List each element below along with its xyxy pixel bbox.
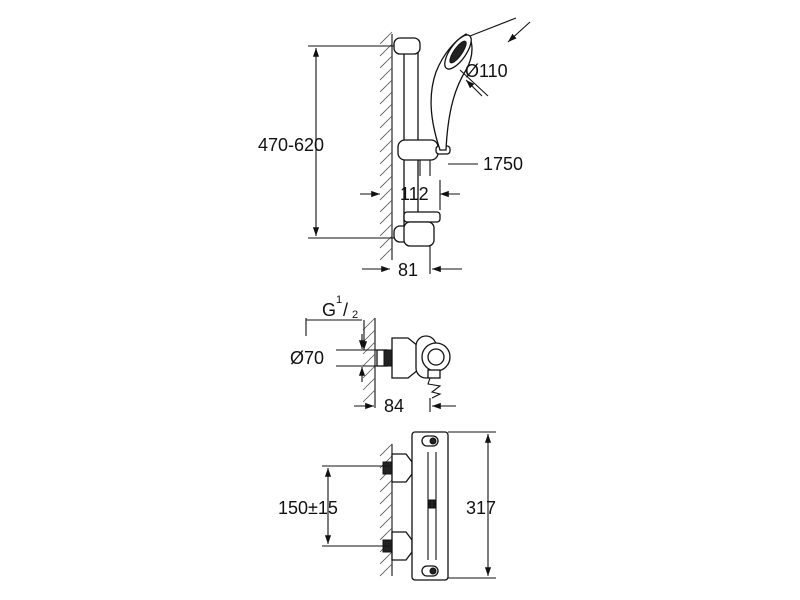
dim-thread — [305, 318, 368, 350]
soap-dish — [403, 211, 441, 247]
dim-wall-depth — [362, 246, 462, 274]
dim-inlet-spacing — [322, 465, 390, 547]
label-body-length: 317 — [466, 498, 496, 518]
dim-rail-height — [308, 45, 394, 239]
front-view: 150±15 317 — [278, 431, 496, 581]
hand-shower — [430, 33, 473, 151]
label-thread-num: 1 — [336, 294, 342, 306]
label-connector-diameter: Ø70 — [290, 348, 324, 368]
shower-hose — [419, 160, 431, 176]
label-hose-length: 1750 — [483, 154, 523, 174]
label-rail-offset: 112 — [400, 184, 429, 204]
dim-body-length — [448, 431, 496, 579]
dim-connector-diameter — [336, 334, 380, 382]
dim-rail-offset — [360, 180, 460, 210]
mixer-front-body — [382, 431, 449, 581]
label-thread-slash: / — [343, 300, 348, 320]
mixer-side-body — [376, 335, 451, 399]
wall-top — [379, 31, 393, 261]
label-wall-depth: 81 — [398, 260, 418, 280]
label-rail-height: 470-620 — [258, 135, 324, 155]
side-view: G 1 / 2 Ø70 84 — [290, 294, 456, 416]
wall-middle — [362, 317, 376, 408]
dim-side-depth — [354, 398, 456, 412]
label-head-diameter: Ø110 — [465, 61, 508, 81]
label-inlet-spacing: 150±15 — [278, 498, 338, 518]
label-thread-prefix: G — [322, 300, 336, 320]
dim-head-diameter — [459, 17, 531, 97]
shower-set-view: 470-620 Ø110 1750 112 81 — [258, 17, 531, 280]
label-side-depth: 84 — [384, 396, 404, 416]
label-thread-den: 2 — [352, 309, 358, 321]
